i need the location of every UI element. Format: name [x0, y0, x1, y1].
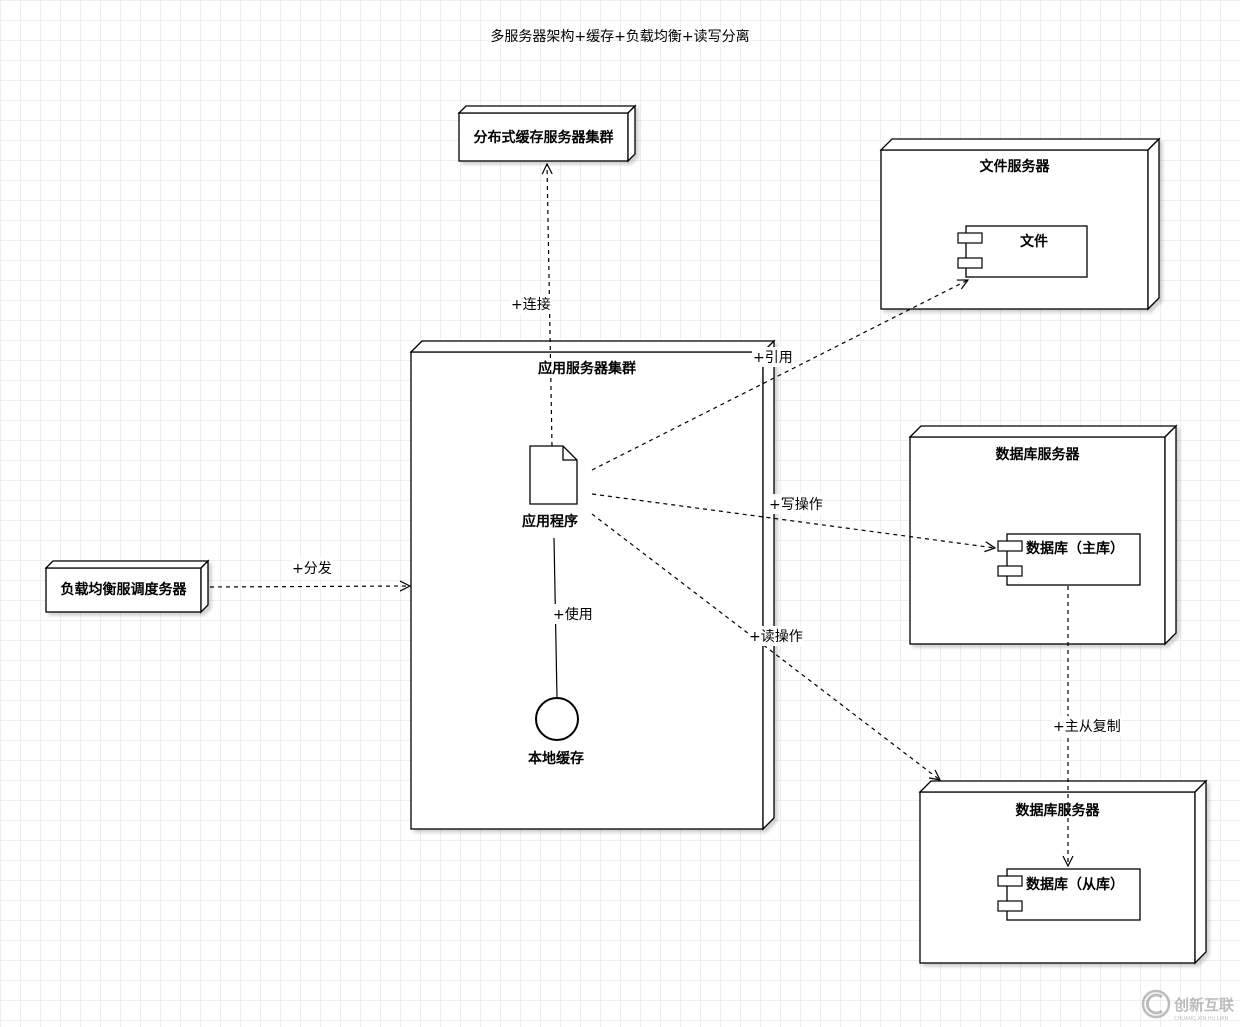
app-cluster-label: 应用服务器集群	[538, 361, 636, 377]
component-port-icon	[957, 257, 983, 269]
file-server-label: 文件服务器	[979, 159, 1050, 175]
load-balancer-label: 负载均衡服调度务器	[60, 582, 187, 598]
edge-write-label: +写操作	[768, 494, 824, 514]
local-cache-interface-icon[interactable]	[535, 697, 579, 741]
edge-dispatch-label: +分发	[291, 558, 333, 578]
edge-reference-label: +引用	[752, 347, 794, 367]
cache-cluster-node[interactable]	[457, 104, 637, 163]
db-slave-server-label: 数据库服务器	[1015, 803, 1100, 819]
edge-read-label: +读操作	[748, 626, 804, 646]
db-master-component[interactable]	[997, 533, 1141, 586]
component-port-icon	[997, 900, 1023, 912]
load-balancer-node[interactable]	[44, 559, 210, 614]
db-slave-component-label: 数据库（从库）	[1026, 877, 1124, 893]
application-artifact-label: 应用程序	[522, 514, 578, 530]
component-port-icon	[957, 232, 983, 244]
db-slave-component[interactable]	[997, 868, 1141, 921]
db-master-server-label: 数据库服务器	[995, 447, 1080, 463]
component-port-icon	[997, 875, 1023, 887]
application-artifact-icon[interactable]	[529, 445, 578, 505]
file-component-label: 文件	[1020, 234, 1048, 250]
cache-cluster-label: 分布式缓存服务器集群	[473, 130, 614, 146]
edge-connect-label: +连接	[510, 294, 552, 314]
edge-use-label: +使用	[552, 604, 594, 624]
edge-replicate-label: +主从复制	[1052, 716, 1122, 736]
svg-text:创新互联: 创新互联	[1173, 996, 1235, 1014]
local-cache-label: 本地缓存	[528, 751, 584, 767]
watermark-logo: 创新互联 CHUANG XIN HU LIAN	[1141, 989, 1235, 1022]
edge-write[interactable]	[591, 493, 995, 548]
svg-text:CHUANG XIN HU LIAN: CHUANG XIN HU LIAN	[1174, 1016, 1228, 1022]
diagram-title: 多服务器架构+缓存+负载均衡+读写分离	[490, 29, 750, 45]
db-master-component-label: 数据库（主库）	[1026, 541, 1124, 557]
component-port-icon	[997, 565, 1023, 577]
app-cluster-node[interactable]	[409, 339, 776, 831]
edge-read[interactable]	[591, 513, 940, 780]
edge-reference[interactable]	[591, 280, 968, 471]
file-component[interactable]	[957, 225, 1088, 278]
component-port-icon	[997, 540, 1023, 552]
edge-connect[interactable]	[547, 164, 552, 447]
edge-dispatch[interactable]	[209, 586, 410, 587]
